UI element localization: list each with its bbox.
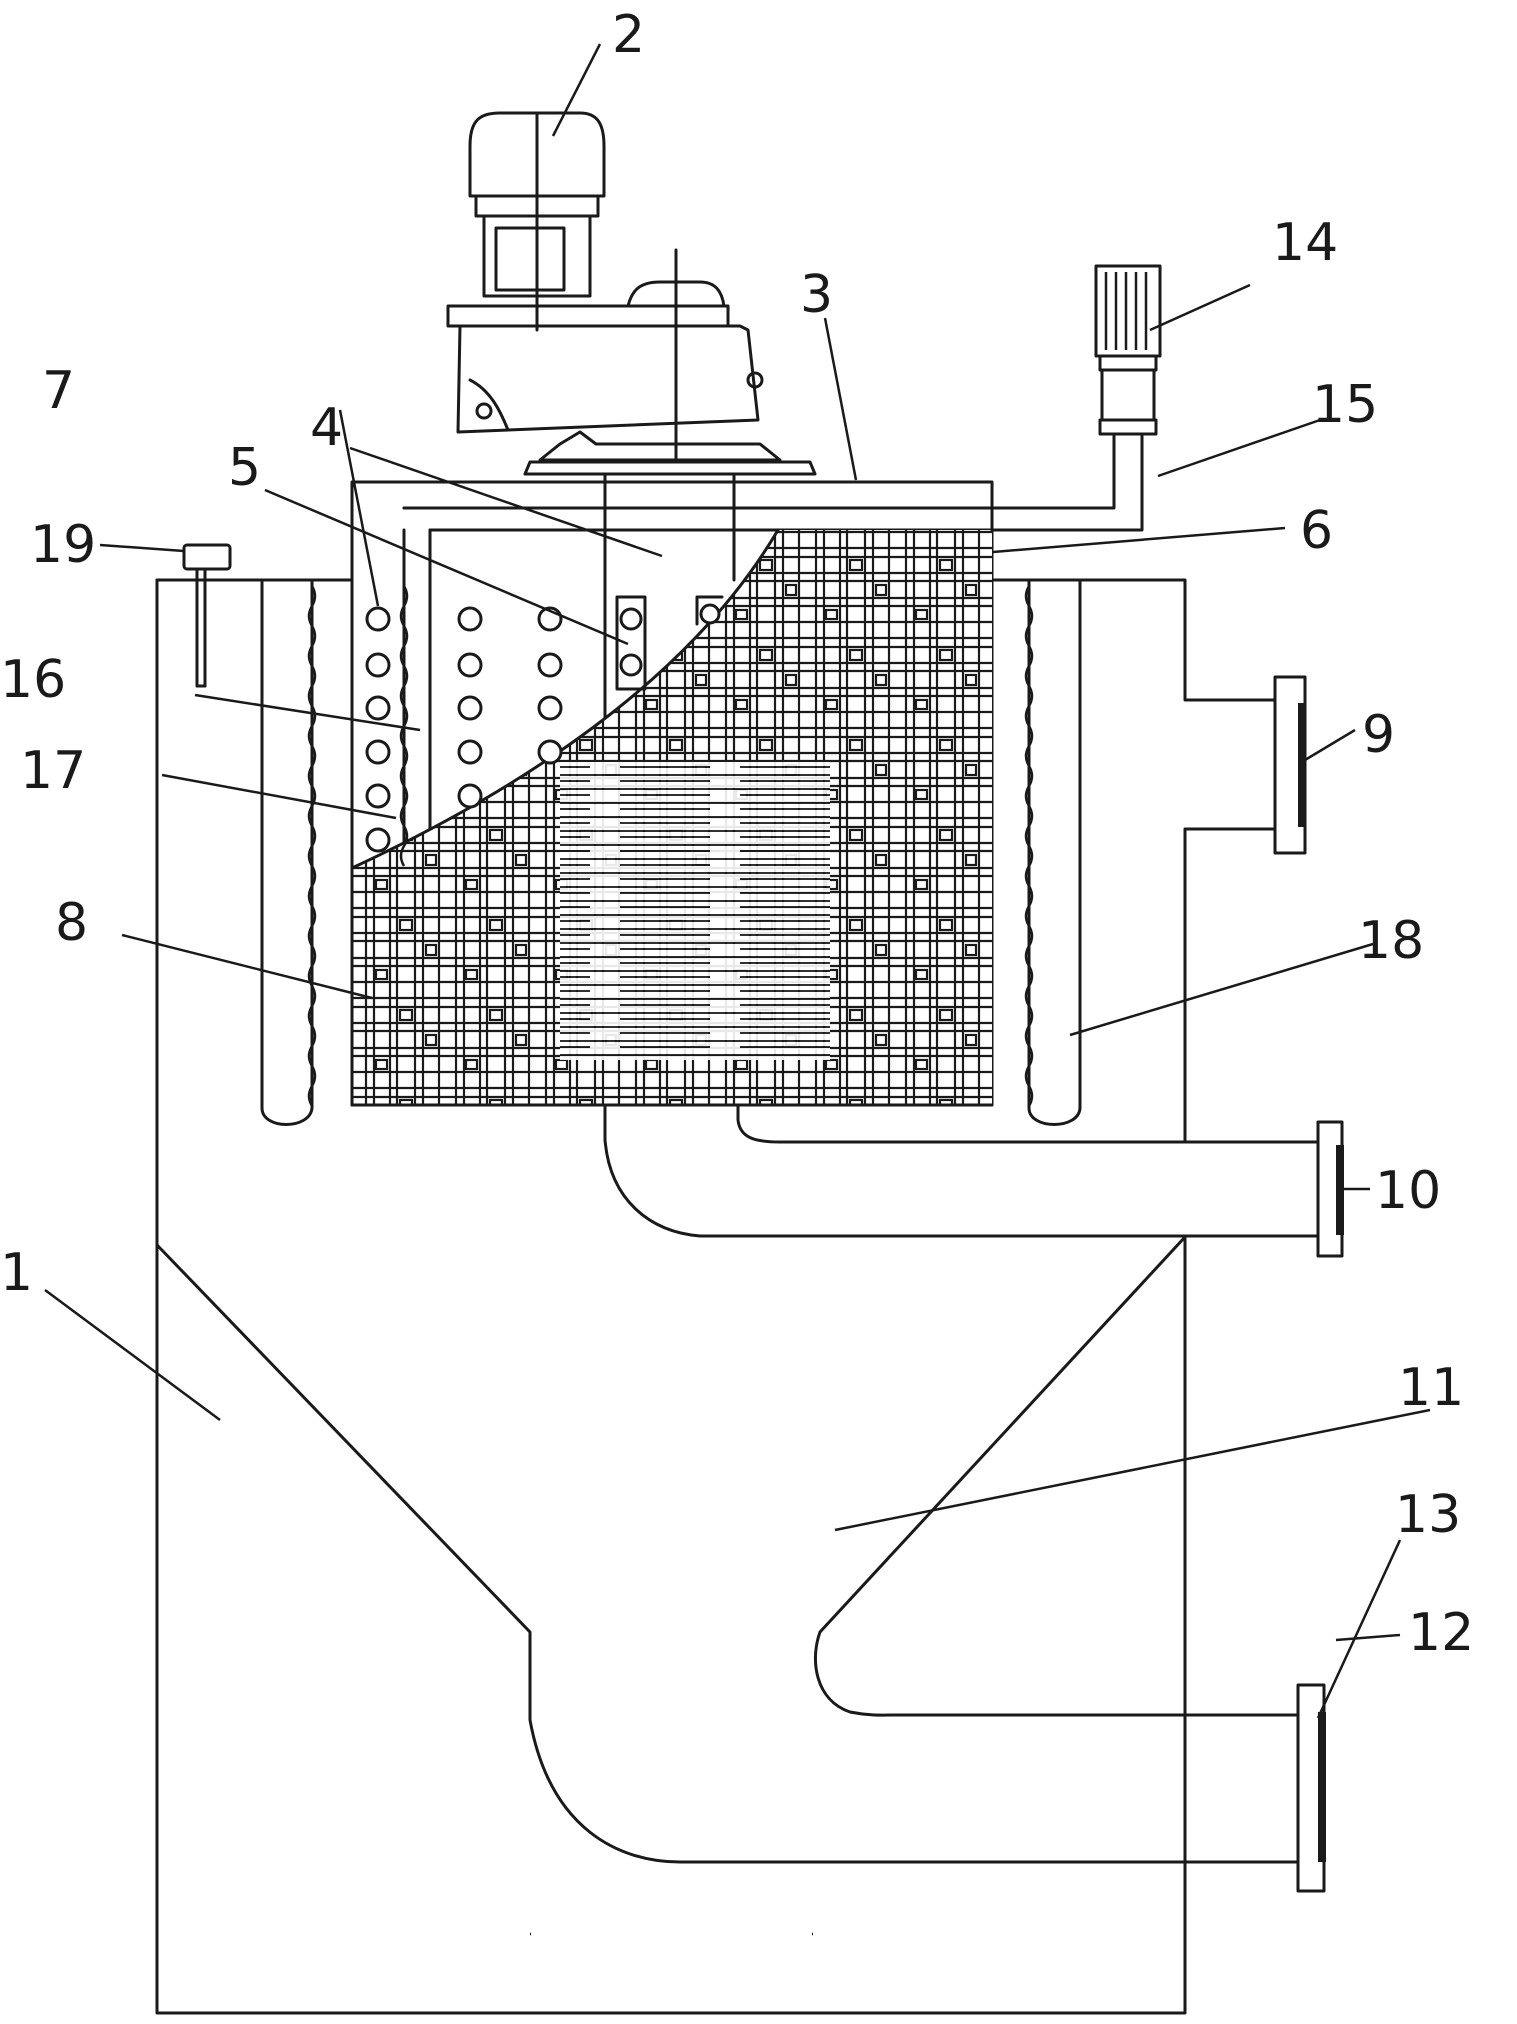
label-16: 16 xyxy=(0,650,66,710)
label-18: 18 xyxy=(1358,911,1424,971)
right-baffle-18 xyxy=(1024,578,1082,1126)
holes-column-7 xyxy=(365,585,409,867)
outlet-flange-12 xyxy=(1296,1683,1326,1893)
label-11: 11 xyxy=(1398,1358,1464,1418)
label-19: 19 xyxy=(30,515,96,575)
pipe-15 xyxy=(402,432,1144,532)
label-14: 14 xyxy=(1272,213,1338,273)
label-17: 17 xyxy=(20,741,86,801)
label-1: 1 xyxy=(0,1243,33,1303)
label-10: 10 xyxy=(1375,1161,1441,1221)
left-baffle xyxy=(260,578,317,1126)
label-8: 8 xyxy=(55,893,88,953)
label-2: 2 xyxy=(612,5,645,65)
label-12: 12 xyxy=(1408,1603,1474,1663)
label-5: 5 xyxy=(228,438,261,498)
label-15: 15 xyxy=(1312,375,1378,435)
level-sensor-19 xyxy=(182,543,232,688)
filter-drum xyxy=(350,472,994,1107)
pump-14 xyxy=(1094,264,1162,436)
leader-lines xyxy=(44,43,1431,1719)
label-9: 9 xyxy=(1362,705,1395,765)
label-4: 4 xyxy=(310,398,343,458)
holes-inner xyxy=(457,595,724,809)
outlet-pipe-10 xyxy=(603,1103,1344,1258)
label-7: 7 xyxy=(42,361,75,421)
inlet-flange-9 xyxy=(1273,675,1307,855)
label-6: 6 xyxy=(1300,501,1333,561)
tank-body xyxy=(155,578,1300,2015)
label-13: 13 xyxy=(1395,1485,1461,1545)
motor-2 xyxy=(446,111,817,476)
label-3: 3 xyxy=(800,265,833,325)
part-labels: 2 3 4 5 6 7 8 9 10 11 12 13 14 15 16 17 … xyxy=(0,5,1474,1663)
